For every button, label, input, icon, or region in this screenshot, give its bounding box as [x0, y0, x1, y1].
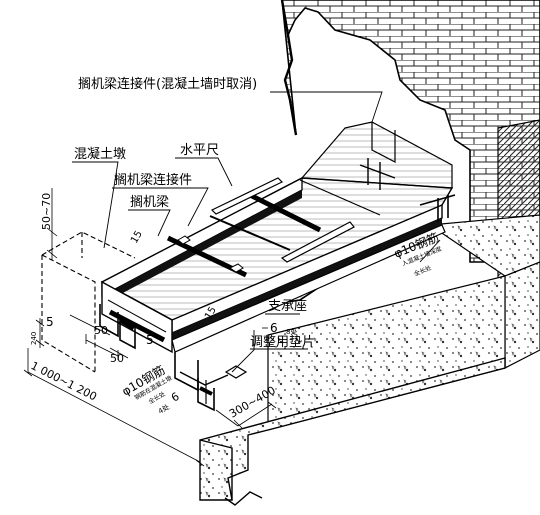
label-connector-note: 搁机梁连接件(混凝土墙时取消): [78, 76, 257, 92]
concrete-slab: [199, 214, 540, 506]
dim-pier-height: 50~70: [40, 193, 53, 230]
label-rebar-right-note2: 全长处: [413, 264, 433, 278]
concrete-pier: [41, 231, 136, 373]
dimension-lines: [23, 188, 277, 467]
dim-span: 1 000~1 200: [29, 359, 99, 403]
label-connector: 搁机梁连接件: [114, 172, 192, 188]
dim-15-top: 15: [129, 229, 145, 246]
label-bearing: 支承座: [268, 299, 307, 314]
dim-5-mid: 5: [146, 333, 154, 347]
label-shim: 调整用垫片: [250, 334, 315, 350]
bearing-supports: [99, 304, 248, 412]
leader-lines: [72, 91, 441, 373]
label-beam: 搁机梁: [130, 195, 169, 210]
dim-weld-left-6: 6: [169, 390, 182, 405]
dim-50-a: 50: [94, 324, 108, 337]
dim-weld-6: 6: [270, 321, 278, 335]
dim-5-left: 5: [46, 315, 54, 329]
label-level: 水平尺: [180, 143, 219, 158]
label-concrete-pier: 混凝土墩: [74, 146, 126, 162]
dim-weld-left: 4处: [157, 402, 171, 416]
dim-240: 240: [30, 332, 38, 345]
dim-50-b: 50: [110, 352, 124, 365]
dim-weld-6-note: 8处: [286, 327, 297, 336]
beam-platform: [100, 121, 456, 354]
